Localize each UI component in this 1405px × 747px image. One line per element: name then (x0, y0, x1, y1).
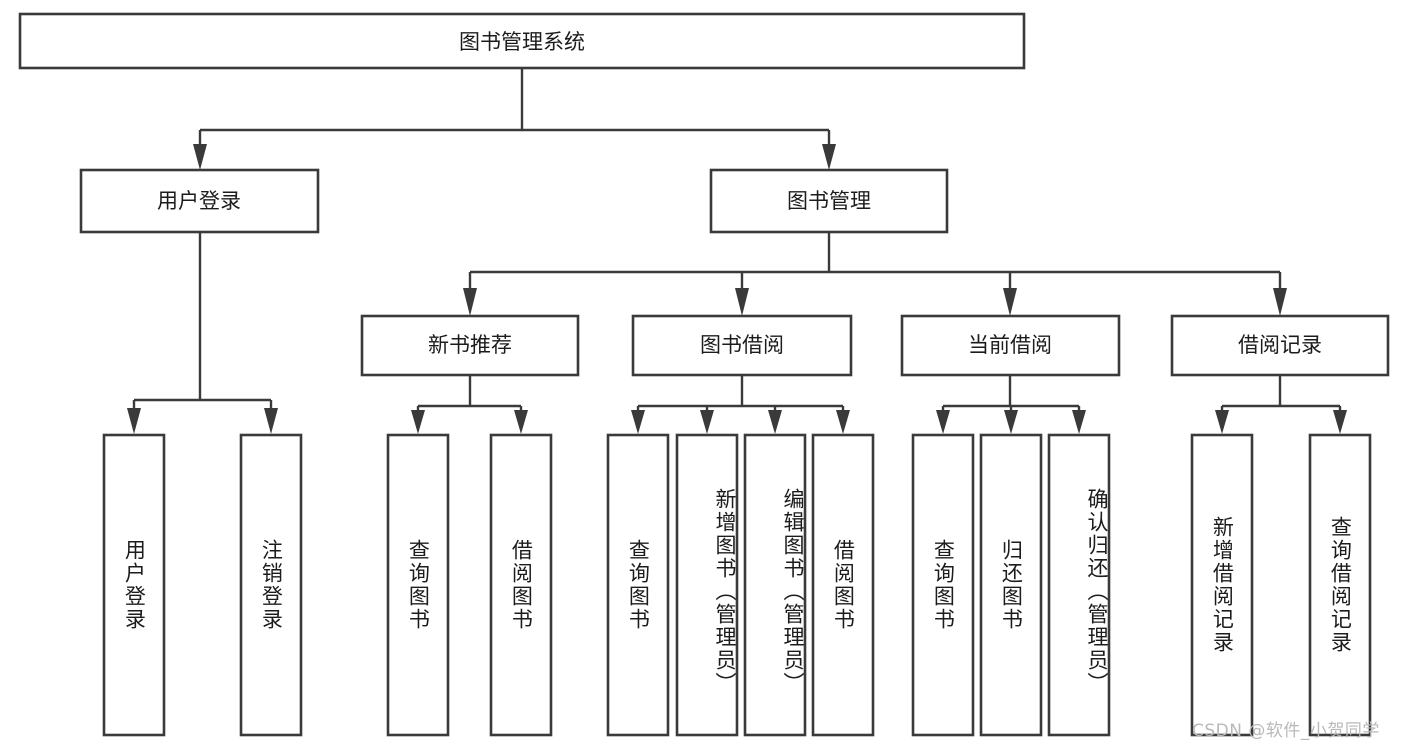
node-new-book-recommend-label: 新书推荐 (428, 333, 512, 357)
arrow-head-icon (1273, 288, 1287, 316)
leaf-box-book-borrow-2[interactable] (675, 433, 739, 737)
node-book-borrow[interactable]: 图书借阅 (631, 314, 853, 377)
node-user-login-box[interactable] (79, 168, 320, 234)
leaf-box-user-login-2[interactable] (239, 433, 303, 737)
node-current-borrow-box[interactable] (900, 314, 1121, 377)
arrow-head-icon (127, 408, 141, 434)
leaf-box-new-book-1[interactable] (386, 433, 450, 737)
node-root-box[interactable] (18, 12, 1026, 70)
connector-group-book-borrow (631, 375, 850, 434)
connector-group-current-borrow (936, 375, 1086, 434)
node-new-book-recommend-box[interactable] (360, 314, 580, 377)
arrow-head-icon (264, 408, 278, 434)
leaf-box-user-login-1[interactable] (102, 433, 166, 737)
node-borrow-record-box[interactable] (1170, 314, 1390, 377)
node-current-borrow[interactable]: 当前借阅 (900, 314, 1121, 377)
arrow-head-icon (631, 410, 645, 434)
arrow-head-icon (514, 410, 528, 434)
node-borrow-record[interactable]: 借阅记录 (1170, 314, 1390, 377)
watermark-label: CSDN @软件_小贺同学 (1192, 721, 1380, 741)
leaf-box-book-borrow-4[interactable] (811, 433, 875, 737)
leaf-box-current-borrow-3[interactable] (1047, 433, 1111, 737)
node-book-manage[interactable]: 图书管理 (709, 168, 949, 234)
arrow-head-icon (1004, 410, 1018, 434)
node-user-login-label: 用户登录 (157, 189, 241, 213)
node-root-label: 图书管理系统 (459, 30, 585, 54)
leaf-box-borrow-record-1[interactable] (1190, 433, 1254, 737)
arrow-head-icon (700, 410, 714, 434)
node-root[interactable]: 图书管理系统 (18, 12, 1026, 70)
arrow-head-icon (1215, 410, 1229, 434)
arrow-head-icon (1333, 410, 1347, 434)
node-book-borrow-label: 图书借阅 (700, 333, 784, 357)
leaf-box-current-borrow-1[interactable] (911, 433, 975, 737)
arrow-head-icon (1072, 410, 1086, 434)
arrow-head-icon (1003, 288, 1017, 316)
arrow-head-icon (936, 410, 950, 434)
node-borrow-record-label: 借阅记录 (1238, 333, 1322, 357)
leaf-box-new-book-2[interactable] (489, 433, 553, 737)
arrow-head-icon (822, 144, 836, 170)
arrow-head-icon (411, 410, 425, 434)
leaf-box-borrow-record-2[interactable] (1308, 433, 1372, 737)
leaf-box-book-borrow-3[interactable] (743, 433, 807, 737)
arrow-head-icon (768, 410, 782, 434)
leaf-box-book-borrow-1[interactable] (606, 433, 670, 737)
node-book-manage-label: 图书管理 (787, 189, 871, 213)
connector-group-root (193, 68, 836, 170)
connector-group-new-book (411, 375, 528, 434)
connector-group-book-manage (463, 232, 1287, 316)
connector-group-user-login (127, 232, 278, 434)
arrow-head-icon (463, 288, 477, 316)
arrow-head-icon (836, 410, 850, 434)
arrow-head-icon (735, 288, 749, 316)
arrow-head-icon (193, 144, 207, 170)
node-book-borrow-box[interactable] (631, 314, 853, 377)
node-book-manage-box[interactable] (709, 168, 949, 234)
node-new-book-recommend[interactable]: 新书推荐 (360, 314, 580, 377)
leaf-box-current-borrow-2[interactable] (979, 433, 1043, 737)
node-user-login[interactable]: 用户登录 (79, 168, 320, 234)
node-current-borrow-label: 当前借阅 (968, 333, 1052, 357)
connector-group-borrow-record (1215, 375, 1347, 434)
